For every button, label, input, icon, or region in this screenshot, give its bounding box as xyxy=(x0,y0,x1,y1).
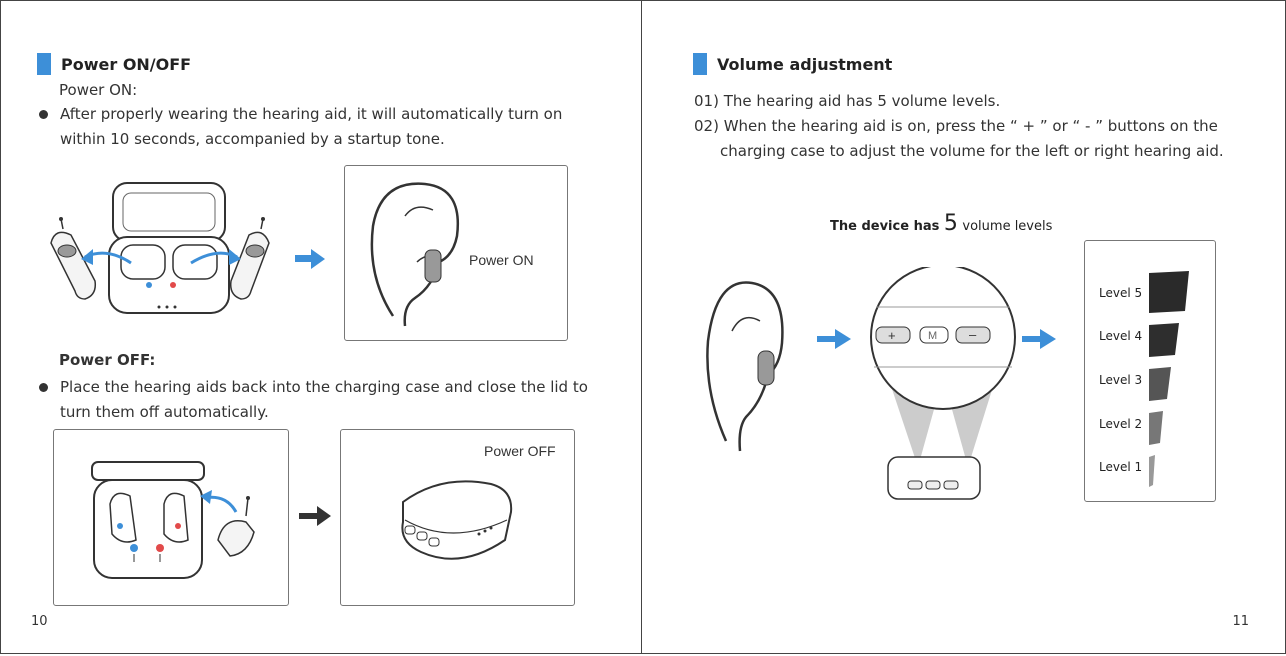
arrowhead-right-icon xyxy=(229,249,241,265)
page-number-left: 10 xyxy=(31,614,48,629)
power-off-label: Power OFF xyxy=(484,443,556,459)
level-4-bar xyxy=(1149,323,1179,357)
ear-hearing-aid-image xyxy=(706,281,784,452)
level-5-label: Level 5 xyxy=(1099,286,1143,300)
level-2-bar xyxy=(1149,411,1163,445)
arrowhead-left-icon xyxy=(81,249,93,265)
case-insert-frame xyxy=(53,429,289,606)
level-2-label: Level 2 xyxy=(1099,417,1143,431)
right-arrow-icon xyxy=(295,249,325,269)
plus-button-icon xyxy=(875,326,911,344)
left-page: Power ON/OFF Power ON: After properly we… xyxy=(0,0,643,654)
m-button-icon xyxy=(919,326,949,344)
page-number-right: 11 xyxy=(1232,614,1249,629)
power-on-illustration xyxy=(50,182,325,314)
power-off-text-1: Place the hearing aids back into the cha… xyxy=(60,378,588,396)
left-hearing-aid-image xyxy=(50,217,97,300)
level-1-bar xyxy=(1149,455,1155,487)
device-caption: The device has 5 volume levels xyxy=(830,211,1052,236)
device-caption-after: volume levels xyxy=(962,219,1053,234)
svg-text:M: M xyxy=(928,330,937,342)
dark-right-arrow-icon xyxy=(299,506,331,526)
power-off-bullet: Place the hearing aids back into the cha… xyxy=(39,375,588,425)
place-aids-in-case-image xyxy=(91,461,255,579)
volume-instructions: 01) The hearing aid has 5 volume levels.… xyxy=(694,89,1224,164)
right-hearing-aid-image xyxy=(229,217,270,300)
instruction-item-2-line-1: 02) When the hearing aid is on, press th… xyxy=(694,117,1218,135)
power-off-frame: Power OFF xyxy=(340,429,575,606)
svg-text:–: – xyxy=(969,327,977,342)
power-on-ear-frame: Power ON xyxy=(344,165,568,341)
bullet-dot-icon xyxy=(39,110,48,119)
level-4-label: Level 4 xyxy=(1099,329,1143,343)
right-arrow-icon xyxy=(817,329,851,349)
section-title-volume-text: Volume adjustment xyxy=(717,54,893,74)
power-on-heading: Power ON: xyxy=(59,81,138,99)
section-title-power-text: Power ON/OFF xyxy=(61,54,192,74)
ear-with-hearing-aid-image: Power ON xyxy=(370,182,534,327)
volume-levels-panel: Level 5 Level 4 Level 3 Level 2 Level 1 xyxy=(1084,240,1216,502)
device-caption-before: The device has xyxy=(830,219,940,234)
level-1-label: Level 1 xyxy=(1099,460,1143,474)
svg-text:+: + xyxy=(888,328,896,343)
level-3-label: Level 3 xyxy=(1099,373,1143,387)
device-caption-number: 5 xyxy=(943,211,958,236)
power-off-heading: Power OFF: xyxy=(59,351,156,369)
right-arrow-icon xyxy=(1022,329,1056,349)
power-off-text-2: turn them off automatically. xyxy=(60,403,269,421)
volume-level-bars xyxy=(1149,271,1189,487)
instruction-item-2-line-2: charging case to adjust the volume for t… xyxy=(720,142,1224,160)
title-marker-icon xyxy=(693,53,707,75)
open-charging-case-image xyxy=(108,182,230,314)
power-on-bullet: After properly wearing the hearing aid, … xyxy=(39,102,562,152)
case-buttons-magnified-image: + M – xyxy=(870,267,1016,500)
right-page: Volume adjustment 01) The hearing aid ha… xyxy=(641,0,1286,654)
bullet-dot-icon xyxy=(39,383,48,392)
section-title-power: Power ON/OFF xyxy=(37,53,191,75)
level-3-bar xyxy=(1149,367,1171,401)
section-title-volume: Volume adjustment xyxy=(693,53,892,75)
closed-charging-case-image: Power OFF xyxy=(401,443,556,560)
power-on-text-2: within 10 seconds, accompanied by a star… xyxy=(60,130,445,148)
level-5-bar xyxy=(1149,271,1189,313)
power-on-label: Power ON xyxy=(469,252,534,268)
power-on-text-1: After properly wearing the hearing aid, … xyxy=(60,105,563,123)
title-marker-icon xyxy=(37,53,51,75)
instruction-item-1: 01) The hearing aid has 5 volume levels. xyxy=(694,92,1001,110)
minus-button-icon xyxy=(955,326,991,344)
